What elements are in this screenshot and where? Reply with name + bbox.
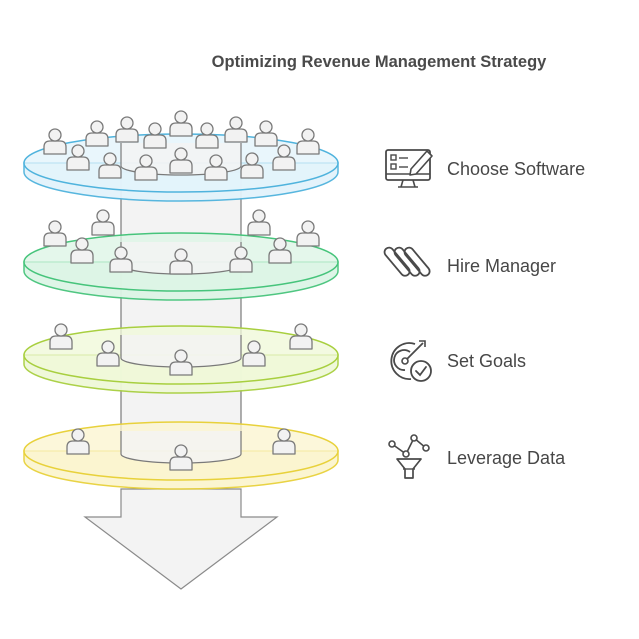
person-icon [272, 144, 296, 171]
person-icon [169, 147, 193, 174]
layer-disc-1 [23, 110, 339, 202]
person-icon [96, 340, 120, 367]
person-icon [70, 237, 94, 264]
person-icon [169, 444, 193, 471]
person-icon [224, 116, 248, 143]
layer-disc-2 [23, 209, 339, 301]
person-icon [115, 116, 139, 143]
person-icon [195, 122, 219, 149]
person-icon [43, 220, 67, 247]
funnel-network-icon [388, 434, 430, 479]
person-icon [242, 340, 266, 367]
layer-disc-4 [23, 421, 339, 490]
layer-label-1: Choose Software [447, 159, 585, 179]
person-icon [49, 323, 73, 350]
layer-label-2: Hire Manager [447, 256, 556, 276]
person-icon [272, 428, 296, 455]
person-icon [169, 110, 193, 137]
person-icon [169, 248, 193, 275]
person-icon [169, 349, 193, 376]
person-icon [66, 144, 90, 171]
layer-label-4: Leverage Data [447, 448, 566, 468]
person-icon [240, 152, 264, 179]
layer-discs [23, 110, 339, 490]
person-icon [143, 122, 167, 149]
person-icon [43, 128, 67, 155]
person-icon [229, 246, 253, 273]
person-icon [98, 152, 122, 179]
person-icon [247, 209, 271, 236]
person-icon [296, 128, 320, 155]
computer-pencil-icon [385, 149, 433, 188]
person-icon [254, 120, 278, 147]
down-arrow [83, 488, 279, 590]
target-check-icon [390, 340, 432, 382]
person-icon [289, 323, 313, 350]
layer-label-3: Set Goals [447, 351, 526, 371]
person-icon [66, 428, 90, 455]
paperclips-icon [383, 246, 431, 277]
person-icon [268, 237, 292, 264]
person-icon [204, 154, 228, 181]
central-pillar [120, 171, 242, 459]
person-icon [109, 246, 133, 273]
person-icon [85, 120, 109, 147]
person-icon [296, 220, 320, 247]
diagram-title: Optimizing Revenue Management Strategy [212, 53, 547, 71]
layer-disc-3 [23, 323, 339, 394]
person-icon [134, 154, 158, 181]
person-icon [91, 209, 115, 236]
